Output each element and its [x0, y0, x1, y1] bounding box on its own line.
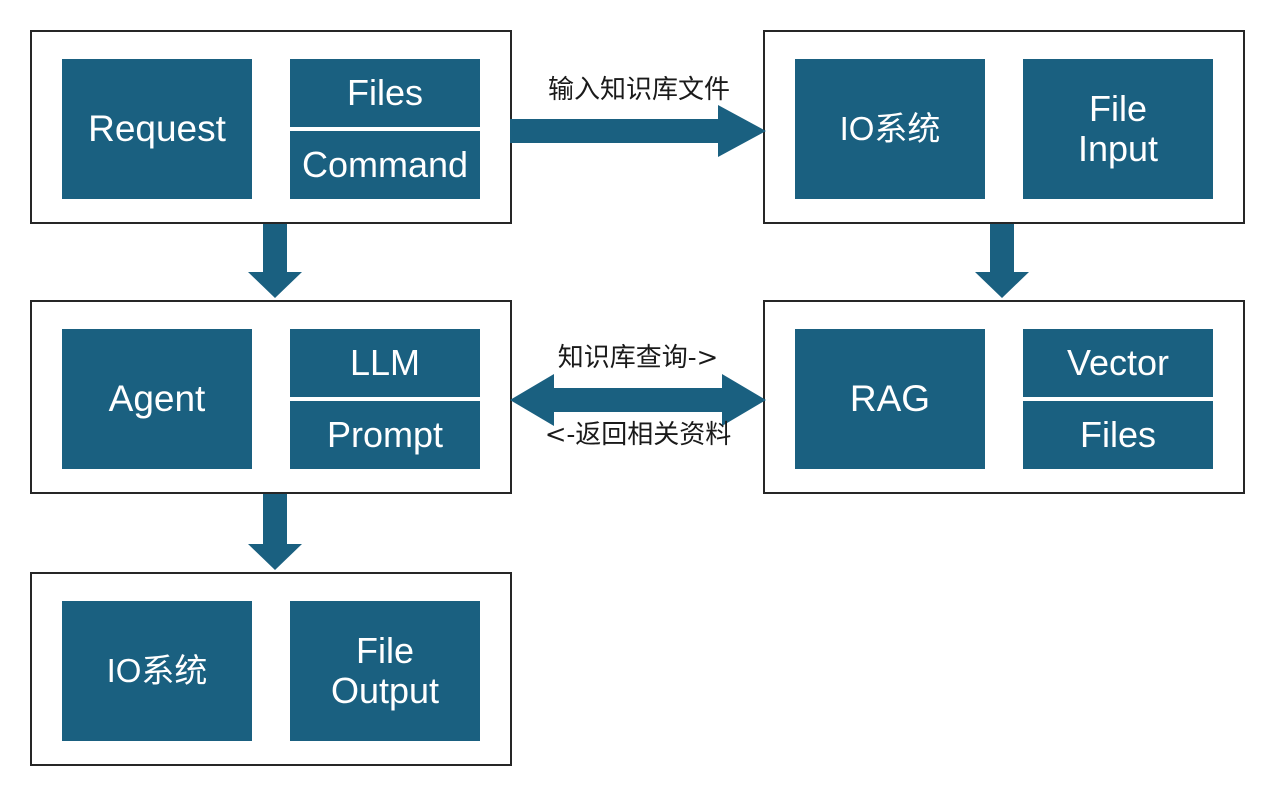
tile-agent: Agent [62, 329, 252, 469]
group-rag: RAG Vector Files [763, 300, 1245, 494]
stack-request-items: Files Command [290, 59, 480, 199]
arrow-label-input-knowledge-files: 输入知识库文件 [547, 75, 730, 105]
stack-rag-items: Vector Files [1023, 329, 1213, 469]
tile-io-system-input: IO系统 [795, 59, 985, 199]
group-io-output: IO系统 File Output [30, 572, 512, 766]
arrow-label-knowledge-query: 知识库查询-> [557, 343, 719, 373]
arrow-io-input-to-rag [975, 224, 1029, 298]
tile-command: Command [290, 131, 480, 199]
tile-vector: Vector [1023, 329, 1213, 397]
tile-io-system-output: IO系统 [62, 601, 252, 741]
tile-llm: LLM [290, 329, 480, 397]
stack-io-output-items: File Output [290, 601, 480, 741]
arrow-request-to-agent [248, 224, 302, 298]
stack-agent-items: LLM Prompt [290, 329, 480, 469]
group-request: Request Files Command [30, 30, 512, 224]
tile-request: Request [62, 59, 252, 199]
tile-rag-files: Files [1023, 401, 1213, 469]
tile-file-output: File Output [290, 601, 480, 741]
group-agent: Agent LLM Prompt [30, 300, 512, 494]
arrow-request-to-io-input [510, 105, 768, 157]
tile-files: Files [290, 59, 480, 127]
stack-io-input-items: File Input [1023, 59, 1213, 199]
tile-rag: RAG [795, 329, 985, 469]
tile-prompt: Prompt [290, 401, 480, 469]
arrow-agent-to-io-output [248, 494, 302, 570]
tile-file-input: File Input [1023, 59, 1213, 199]
arrow-label-return-related-materials: <-返回相关资料 [544, 420, 732, 450]
group-io-input: IO系统 File Input [763, 30, 1245, 224]
arrow-agent-rag-bidirectional [510, 374, 766, 426]
